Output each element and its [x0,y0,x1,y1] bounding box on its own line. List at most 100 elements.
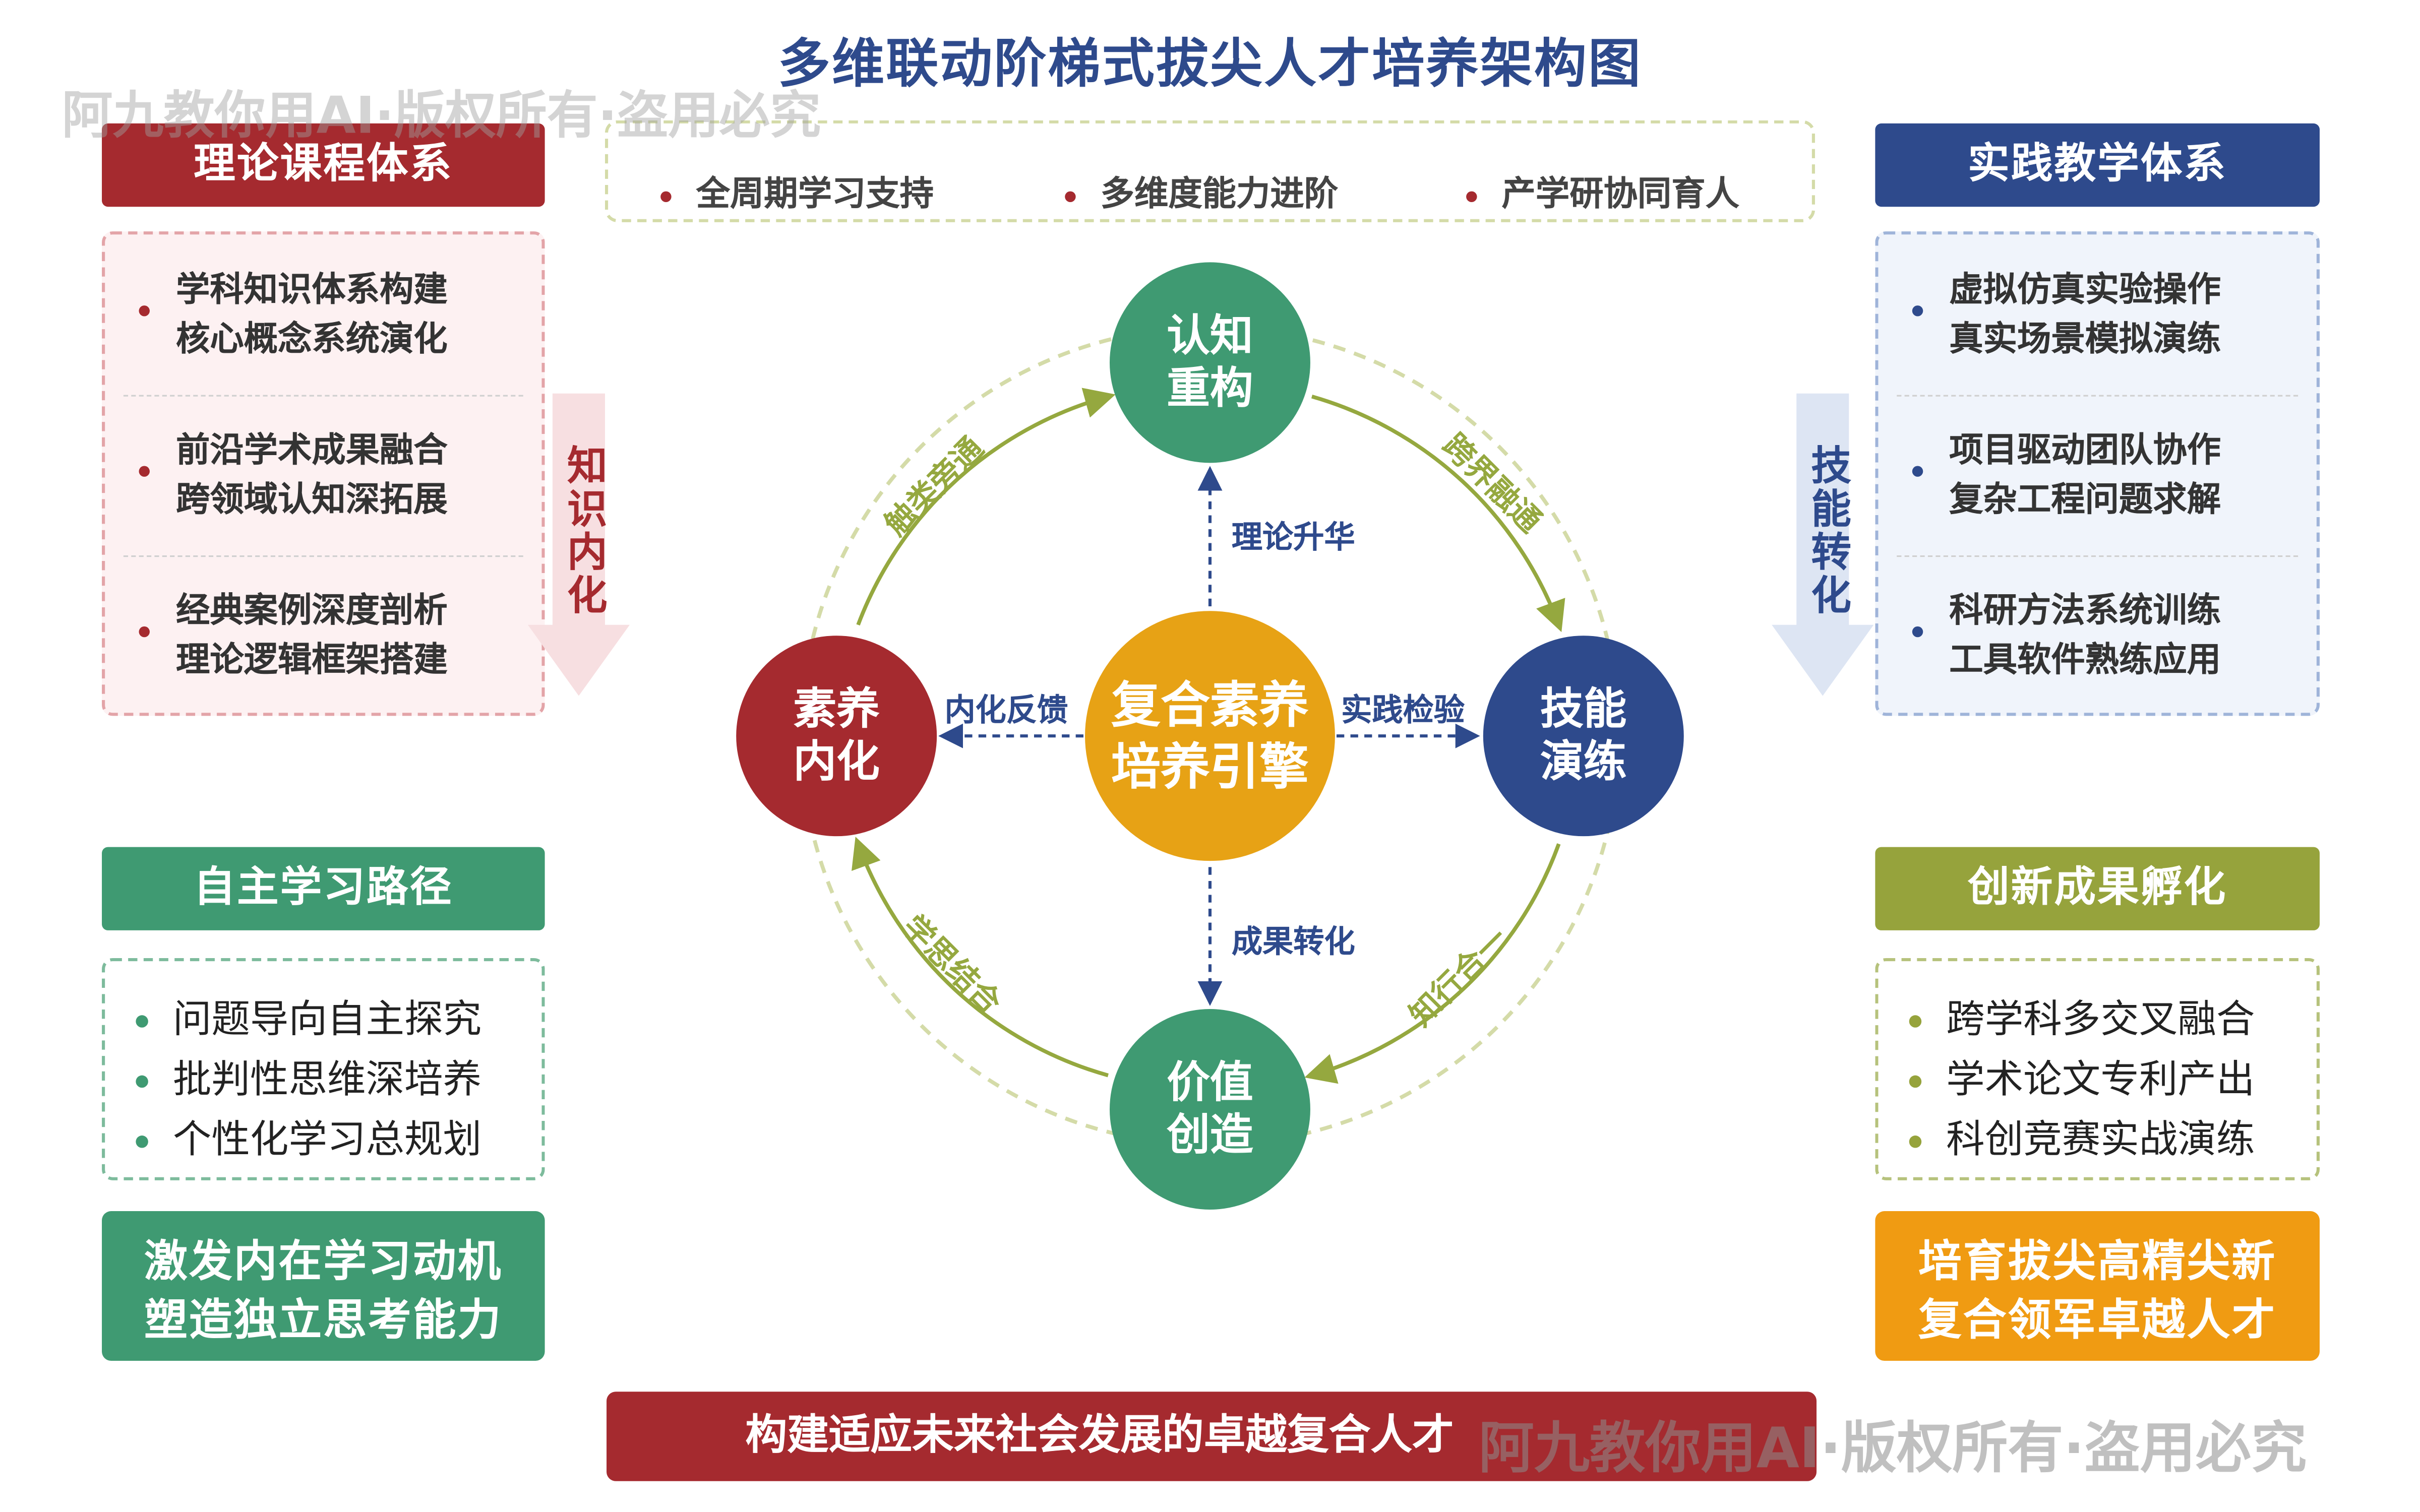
bullet-dot [1466,191,1477,202]
arc-left-top [856,388,1116,626]
node-value-creation: 价值创造 [1110,1009,1310,1210]
item-text: 批判性思维深培养 [172,1056,482,1102]
node-line: 复合素养 [1111,675,1309,735]
list-item: 个性化学习总规划 [136,1109,481,1165]
pill-label: 全周期学习支持 [696,175,934,215]
list-item: 科创竞赛实战演练 [1909,1109,2255,1165]
list-item: 问题导向自主探究 [136,989,481,1044]
goal-line: 激发内在学习动机 [144,1236,503,1287]
theory-course-list: 学科知识体系构建 核心概念系统演化 前沿学术成果融合 跨领域认知深拓展 经典案例… [102,231,545,716]
spoke-label-left: 内化反馈 [944,691,1068,728]
bullet-dot [139,305,150,317]
arc-label-bottom-left: 学思结合 [895,908,1008,1021]
bullet-dot [1912,305,1923,317]
node-core-engine: 复合素养培养引擎 [1085,611,1335,861]
node-line: 素养 [793,683,880,735]
goal-line: 塑造独立思考能力 [144,1294,503,1346]
node-line: 认知 [1167,310,1253,361]
list-item: 批判性思维深培养 [136,1049,481,1105]
arc-label-top-left: 触类旁通 [878,430,990,542]
node-skill-practice: 技能演练 [1483,636,1684,837]
bullet-dot [139,626,150,638]
theory-course-header: 理论课程体系 [102,123,545,207]
bullet-dot [1065,191,1076,202]
item-line: 复杂工程问题求解 [1949,481,2221,520]
practice-teaching-list: 虚拟仿真实验操作 真实场景模拟演练 项目驱动团队协作 复杂工程问题求解 科研方法… [1875,231,2320,716]
item-line: 理论逻辑框架搭建 [175,642,448,680]
item-text: 学术论文专利产出 [1946,1056,2255,1102]
node-literacy-internalize: 素养内化 [736,636,937,837]
list-item: 经典案例深度剖析 理论逻辑框架搭建 [105,555,541,716]
node-line: 创造 [1167,1109,1253,1161]
watermark-top: 阿九教你用AI·版权所有·盗用必究 [62,85,821,145]
item-text: 个性化学习总规划 [172,1117,482,1162]
node-line: 内化 [793,736,880,787]
self-learning-list: 问题导向自主探究 批判性思维深培养 个性化学习总规划 [102,958,545,1180]
arc-label-bottom-right: 知行合一 [1403,921,1515,1033]
self-learning-goal: 激发内在学习动机 塑造独立思考能力 [102,1211,545,1361]
item-text: 跨学科多交叉融合 [1946,996,2255,1042]
bullet-dot [136,1015,148,1028]
bullet-dot [139,466,150,477]
item-line: 项目驱动团队协作 [1949,432,2221,471]
list-item: 科研方法系统训练 工具软件熟练应用 [1878,555,2316,716]
arc-bottom-left [852,837,1109,1078]
innovation-list: 跨学科多交叉融合 学术论文专利产出 科创竞赛实战演练 [1875,958,2320,1180]
pill-label: 多维度能力进阶 [1100,175,1339,215]
divider [123,555,523,557]
node-line: 重构 [1167,362,1253,414]
goal-line: 复合领军卓越人才 [1918,1294,2277,1346]
divider [1897,395,2298,397]
list-item: 学科知识体系构建 核心概念系统演化 [105,234,541,395]
pill-multi-dim: 多维度能力进阶 [1065,167,1338,216]
item-line: 学科知识体系构建 [175,271,448,310]
self-learning-header: 自主学习路径 [102,847,545,930]
arc-right-bottom [1304,843,1561,1084]
bottom-banner: 构建适应未来社会发展的卓越复合人才 [607,1392,1817,1481]
node-line: 培养引擎 [1111,737,1309,796]
bullet-dot [1912,466,1923,477]
node-line: 技能 [1540,683,1627,735]
practice-teaching-header: 实践教学体系 [1875,123,2320,207]
pill-industry: 产学研协同育人 [1466,167,1739,216]
innovation-header: 创新成果孵化 [1875,847,2320,930]
node-cognitive-rebuild: 认知重构 [1110,262,1310,463]
list-item: 跨学科多交叉融合 [1909,989,2255,1044]
spoke-label-down: 成果转化 [1231,922,1355,960]
spoke-label-up: 理论升华 [1231,518,1355,556]
node-line: 演练 [1540,736,1627,787]
item-text: 问题导向自主探究 [172,996,482,1042]
item-line: 科研方法系统训练 [1949,592,2221,632]
innovation-goal: 培育拔尖高精尖新 复合领军卓越人才 [1875,1211,2320,1361]
watermark-bottom: 阿九教你用AI·版权所有·盗用必究 [1478,1418,2307,1481]
bullet-dot [1909,1075,1922,1088]
bullet-dot [1909,1136,1922,1148]
item-line: 跨领域认知深拓展 [175,481,448,520]
pill-label: 产学研协同育人 [1501,175,1740,215]
knowledge-arrow-icon [527,393,630,696]
item-line: 核心概念系统演化 [175,321,448,360]
skill-arrow-label: 技能转化 [1804,444,1851,617]
list-item: 虚拟仿真实验操作 真实场景模拟演练 [1878,234,2316,395]
bullet-dot [1909,1015,1922,1028]
list-item: 项目驱动团队协作 复杂工程问题求解 [1878,395,2316,555]
skill-arrow-icon [1772,393,1874,696]
bullet-dot [136,1075,148,1088]
bullet-dot [660,191,672,202]
item-line: 前沿学术成果融合 [175,432,448,471]
list-item: 学术论文专利产出 [1909,1049,2255,1105]
arc-top-right [1311,395,1565,633]
knowledge-arrow-label: 知识内化 [560,444,607,617]
item-text: 科创竞赛实战演练 [1946,1117,2255,1162]
item-line: 经典案例深度剖析 [175,592,448,632]
page-title: 多维联动阶梯式拔尖人才培养架构图 [777,34,1643,96]
divider [1897,555,2298,557]
goal-line: 培育拔尖高精尖新 [1918,1236,2277,1287]
divider [123,395,523,397]
item-line: 虚拟仿真实验操作 [1949,271,2221,310]
pill-full-cycle: 全周期学习支持 [660,167,934,216]
bullet-dot [1912,626,1923,638]
item-line: 真实场景模拟演练 [1949,321,2221,360]
list-item: 前沿学术成果融合 跨领域认知深拓展 [105,395,541,555]
bullet-dot [136,1136,148,1148]
